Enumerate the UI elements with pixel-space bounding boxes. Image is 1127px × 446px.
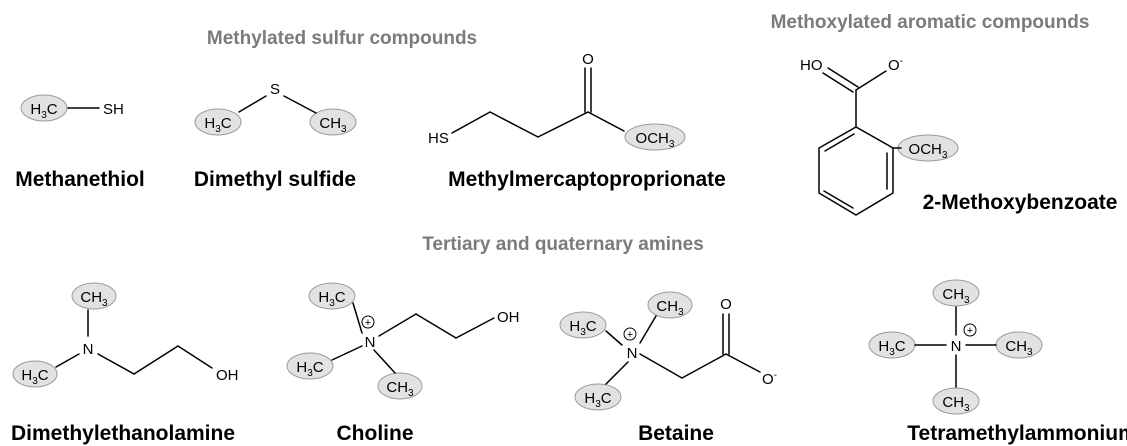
compound-name-methylmercaptopropionate: Methylmercaptoproprionate	[448, 168, 726, 191]
oxide-label: O-	[888, 56, 903, 74]
left-methyl-highlight	[194, 108, 242, 136]
bottom-methyl-label: CH3	[386, 379, 414, 399]
hydroxyl-label: OH	[497, 309, 520, 326]
left-methyl-label: H3C	[878, 338, 905, 358]
right-methyl-label: CH3	[1005, 338, 1033, 358]
left-methyl-highlight	[12, 360, 58, 388]
positive-charge-sign: +	[627, 329, 633, 341]
bottom-methyl-label: H3C	[584, 390, 611, 410]
dimethyl-sulfide-structure: H3C S CH3	[194, 81, 357, 136]
left-methyl-highlight	[286, 352, 334, 380]
left-methyl-label: H3C	[569, 318, 596, 338]
thiol-label: SH	[103, 101, 124, 118]
top-methyl-highlight	[932, 279, 980, 307]
left-methyl-label: H3C	[204, 115, 231, 135]
bottom-methyl-highlight	[377, 372, 423, 400]
n-bottom-methyl-bond	[373, 349, 396, 374]
compound-name-choline: Choline	[337, 422, 414, 445]
compound-name-methanethiol: Methanethiol	[15, 168, 145, 191]
top-methyl-label: H3C	[318, 289, 345, 309]
c-oh-bond-a	[822, 72, 854, 93]
c-c-bond	[133, 345, 179, 375]
c-c-bond-2	[537, 111, 589, 138]
n-top-methyl-bond	[352, 302, 363, 334]
n-c-bond	[97, 353, 135, 375]
positive-charge-icon	[623, 327, 637, 341]
oxide-label: O-	[762, 370, 777, 388]
right-s-c-bond	[283, 95, 317, 114]
bottom-methyl-highlight	[574, 383, 622, 411]
top-methyl-highlight	[71, 282, 117, 310]
c-oh-bond	[455, 317, 495, 339]
nitrogen-label: N	[83, 341, 94, 358]
ester-label: OCH3	[636, 130, 675, 150]
choline-structure: H3C H3C CH3 N + OH	[286, 282, 520, 400]
ester-methyl-highlight	[624, 123, 686, 151]
c-c-bond	[415, 313, 457, 339]
carbonyl-oxygen-label: O	[582, 51, 594, 68]
s-c-bond	[451, 111, 491, 134]
left-methyl-highlight	[559, 311, 607, 339]
c-o-ester-bond	[587, 111, 625, 132]
hydroxyl-label: HO	[800, 57, 823, 74]
nitrogen-label: N	[627, 345, 638, 362]
methoxy-label: OCH3	[909, 141, 948, 161]
positive-charge-sign: +	[365, 317, 371, 329]
left-methyl-label: H3C	[21, 367, 48, 387]
ring-double-bond-2	[823, 190, 854, 209]
heading-tertiary-quaternary-amines: Tertiary and quaternary amines	[422, 234, 704, 255]
c-c-bond-1	[489, 111, 539, 138]
methanethiol-structure: H3C SH	[20, 94, 124, 122]
c-c-bond	[681, 353, 727, 379]
top-methyl-label: CH3	[942, 286, 970, 306]
methyl-group-highlight	[20, 94, 68, 122]
methyl-label: H3C	[30, 101, 57, 121]
tetramethylammonium-structure: CH3 H3C CH3 CH3 N +	[868, 279, 1043, 415]
n-bottom-methyl-bond	[605, 361, 629, 385]
heading-methoxylated-aromatic: Methoxylated aromatic compounds	[771, 12, 1090, 33]
n-left-methyl-bond	[331, 345, 363, 361]
methylmercaptopropionate-structure: HS O OCH3	[428, 51, 686, 151]
n-top-methyl-bond	[639, 315, 657, 344]
hydroxyl-label: OH	[216, 367, 239, 384]
nitrogen-label: N	[951, 338, 962, 355]
top-methyl-highlight	[647, 291, 693, 319]
heading-methylated-sulfur: Methylated sulfur compounds	[207, 28, 477, 49]
betaine-structure: CH3 H3C H3C N + O O-	[559, 291, 777, 411]
compound-name-betaine: Betaine	[638, 422, 714, 445]
compound-name-dimethylethanolamine: Dimethylethanolamine	[11, 422, 235, 445]
n-c-bond	[378, 313, 417, 337]
dimethylethanolamine-structure: CH3 H3C N OH	[12, 282, 239, 388]
bottom-methyl-label: CH3	[942, 394, 970, 414]
top-methyl-highlight	[308, 282, 356, 310]
positive-charge-icon	[963, 323, 977, 337]
benzene-ring	[818, 126, 894, 216]
n-left-methyl-bond	[55, 353, 80, 368]
right-methyl-label: CH3	[319, 115, 347, 135]
left-methyl-label: H3C	[296, 359, 323, 379]
left-c-s-bond	[238, 95, 267, 113]
sulfur-label: S	[270, 81, 280, 98]
methoxybenzoate-structure: HO O- OCH3	[800, 56, 959, 216]
ring-double-bond-3	[824, 133, 855, 152]
c-oh-bond	[177, 345, 213, 369]
n-c-bond	[639, 353, 683, 379]
thiol-label: HS	[428, 130, 449, 147]
compound-name-2-methoxybenzoate: 2-Methoxybenzoate	[923, 191, 1118, 214]
positive-charge-sign: +	[967, 325, 973, 337]
top-methyl-label: CH3	[656, 298, 684, 318]
nitrogen-label: N	[365, 334, 376, 351]
positive-charge-icon	[361, 315, 375, 329]
carbonyl-oxygen-label: O	[720, 296, 732, 313]
compound-name-dimethyl-sulfide: Dimethyl sulfide	[194, 168, 356, 191]
c-o-bond	[855, 70, 887, 91]
right-methyl-highlight	[309, 108, 357, 136]
n-left-methyl-bond	[605, 330, 623, 346]
bottom-methyl-highlight	[932, 387, 980, 415]
c-o-bond	[725, 353, 761, 373]
compound-name-tetramethylammonium: Tetramethylammonium	[907, 422, 1127, 445]
c-oh-bond-b	[827, 67, 859, 88]
top-methyl-label: CH3	[80, 289, 108, 309]
